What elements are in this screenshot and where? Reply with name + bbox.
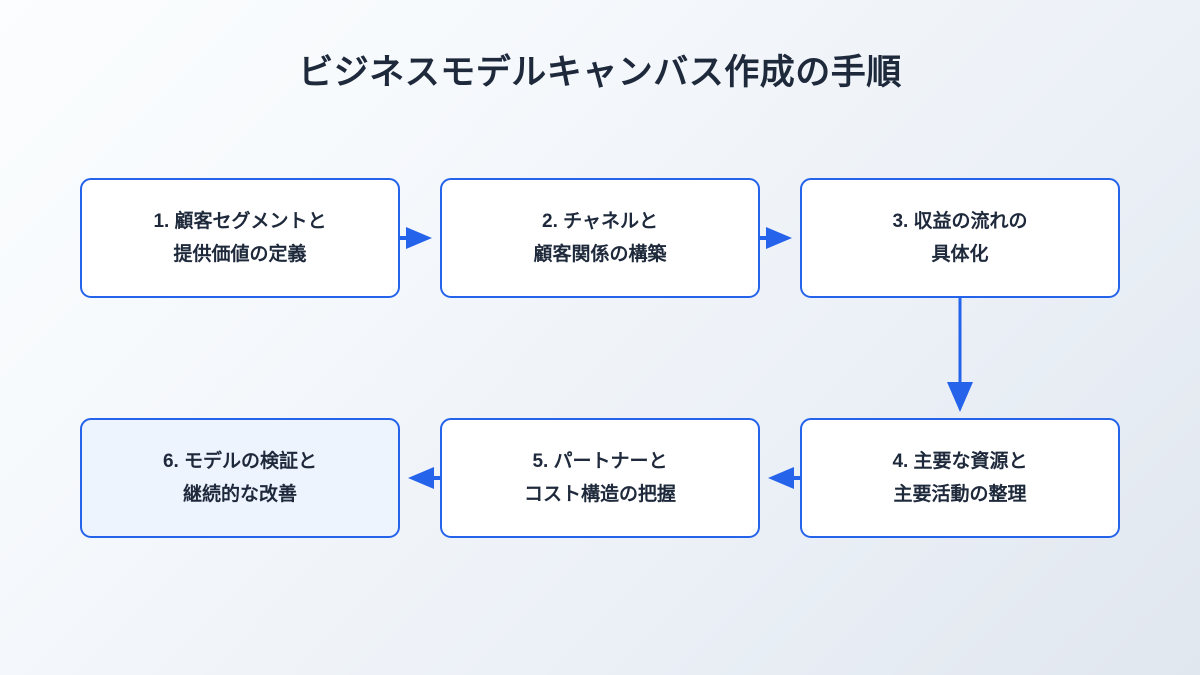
flow-node-4[interactable]: 4. 主要な資源と 主要活動の整理 xyxy=(800,418,1120,538)
flow-node-3-line1: 3. 収益の流れの xyxy=(892,211,1028,232)
flow-node-2-line1: 2. チャネルと xyxy=(542,211,658,232)
page-title: ビジネスモデルキャンバス作成の手順 xyxy=(298,53,902,92)
flow-node-5-line1: 5. パートナーと xyxy=(532,451,668,472)
arrow-left-icon-node4-node5 xyxy=(760,463,800,493)
arrow-left-icon-node5-node6 xyxy=(400,463,440,493)
flow-node-1-line2: 提供価値の定義 xyxy=(173,244,307,265)
arrow-right-icon-node2-node3 xyxy=(760,223,800,253)
arrow-down-icon-node3-node4 xyxy=(930,298,990,418)
flow-node-1[interactable]: 1. 顧客セグメントと 提供価値の定義 xyxy=(80,178,400,298)
arrow-right-icon-node1-node2 xyxy=(400,223,440,253)
flow-node-5[interactable]: 5. パートナーと コスト構造の把握 xyxy=(440,418,760,538)
flow-node-6-line1: 6. モデルの検証と xyxy=(162,451,318,472)
flow-node-4-line1: 4. 主要な資源と xyxy=(892,451,1028,472)
flow-node-1-line1: 1. 顧客セグメントと xyxy=(153,211,327,232)
flow-node-2[interactable]: 2. チャネルと 顧客関係の構築 xyxy=(440,178,760,298)
flow-node-2-line2: 顧客関係の構築 xyxy=(533,244,667,265)
flow-node-3[interactable]: 3. 収益の流れの 具体化 xyxy=(800,178,1120,298)
flow-node-6-line2: 継続的な改善 xyxy=(182,484,297,505)
flow-node-6[interactable]: 6. モデルの検証と 継続的な改善 xyxy=(80,418,400,538)
flow-node-4-line2: 主要活動の整理 xyxy=(893,484,1027,505)
flow-node-5-line2: コスト構造の把握 xyxy=(523,484,676,505)
flow-node-3-line2: 具体化 xyxy=(931,244,989,265)
